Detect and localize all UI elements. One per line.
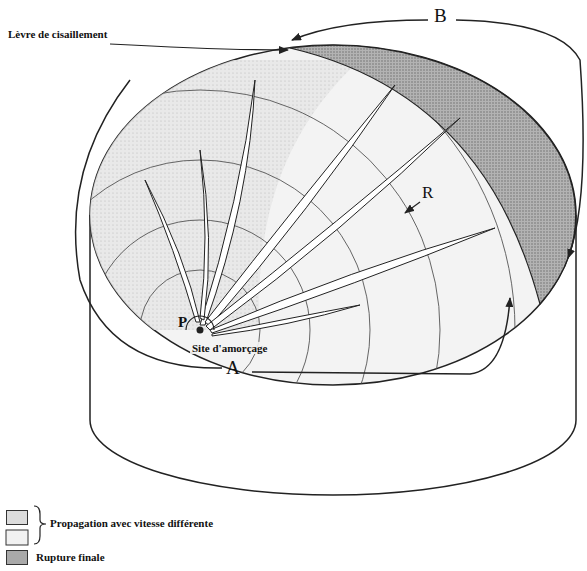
legend-swatch — [6, 550, 28, 565]
fracture-surface — [90, 45, 576, 385]
initiation-point — [197, 327, 204, 334]
leader-line — [405, 202, 420, 213]
zone-bracket — [456, 20, 583, 258]
part-letter: R — [422, 184, 433, 203]
ratchet-marks — [145, 80, 495, 336]
part-label: Lèvre de cisaillement — [8, 28, 107, 40]
part-label: Site d'amorçage — [190, 342, 269, 354]
final-rupture-zone — [290, 45, 576, 304]
legend-text: Propagation avec vitesse différente — [50, 517, 213, 529]
leader-line — [110, 44, 288, 50]
zone-bracket — [252, 298, 510, 374]
zone-bracket — [292, 20, 428, 40]
point-letter: P — [178, 314, 187, 331]
zone-letter: A — [226, 358, 240, 379]
legend-text: Rupture finale — [36, 551, 105, 563]
legend-swatch — [6, 510, 28, 525]
legend-bracket — [34, 506, 46, 544]
zone-letter: B — [434, 6, 447, 27]
legend-swatch — [6, 530, 28, 545]
zone-bracket — [76, 80, 222, 368]
